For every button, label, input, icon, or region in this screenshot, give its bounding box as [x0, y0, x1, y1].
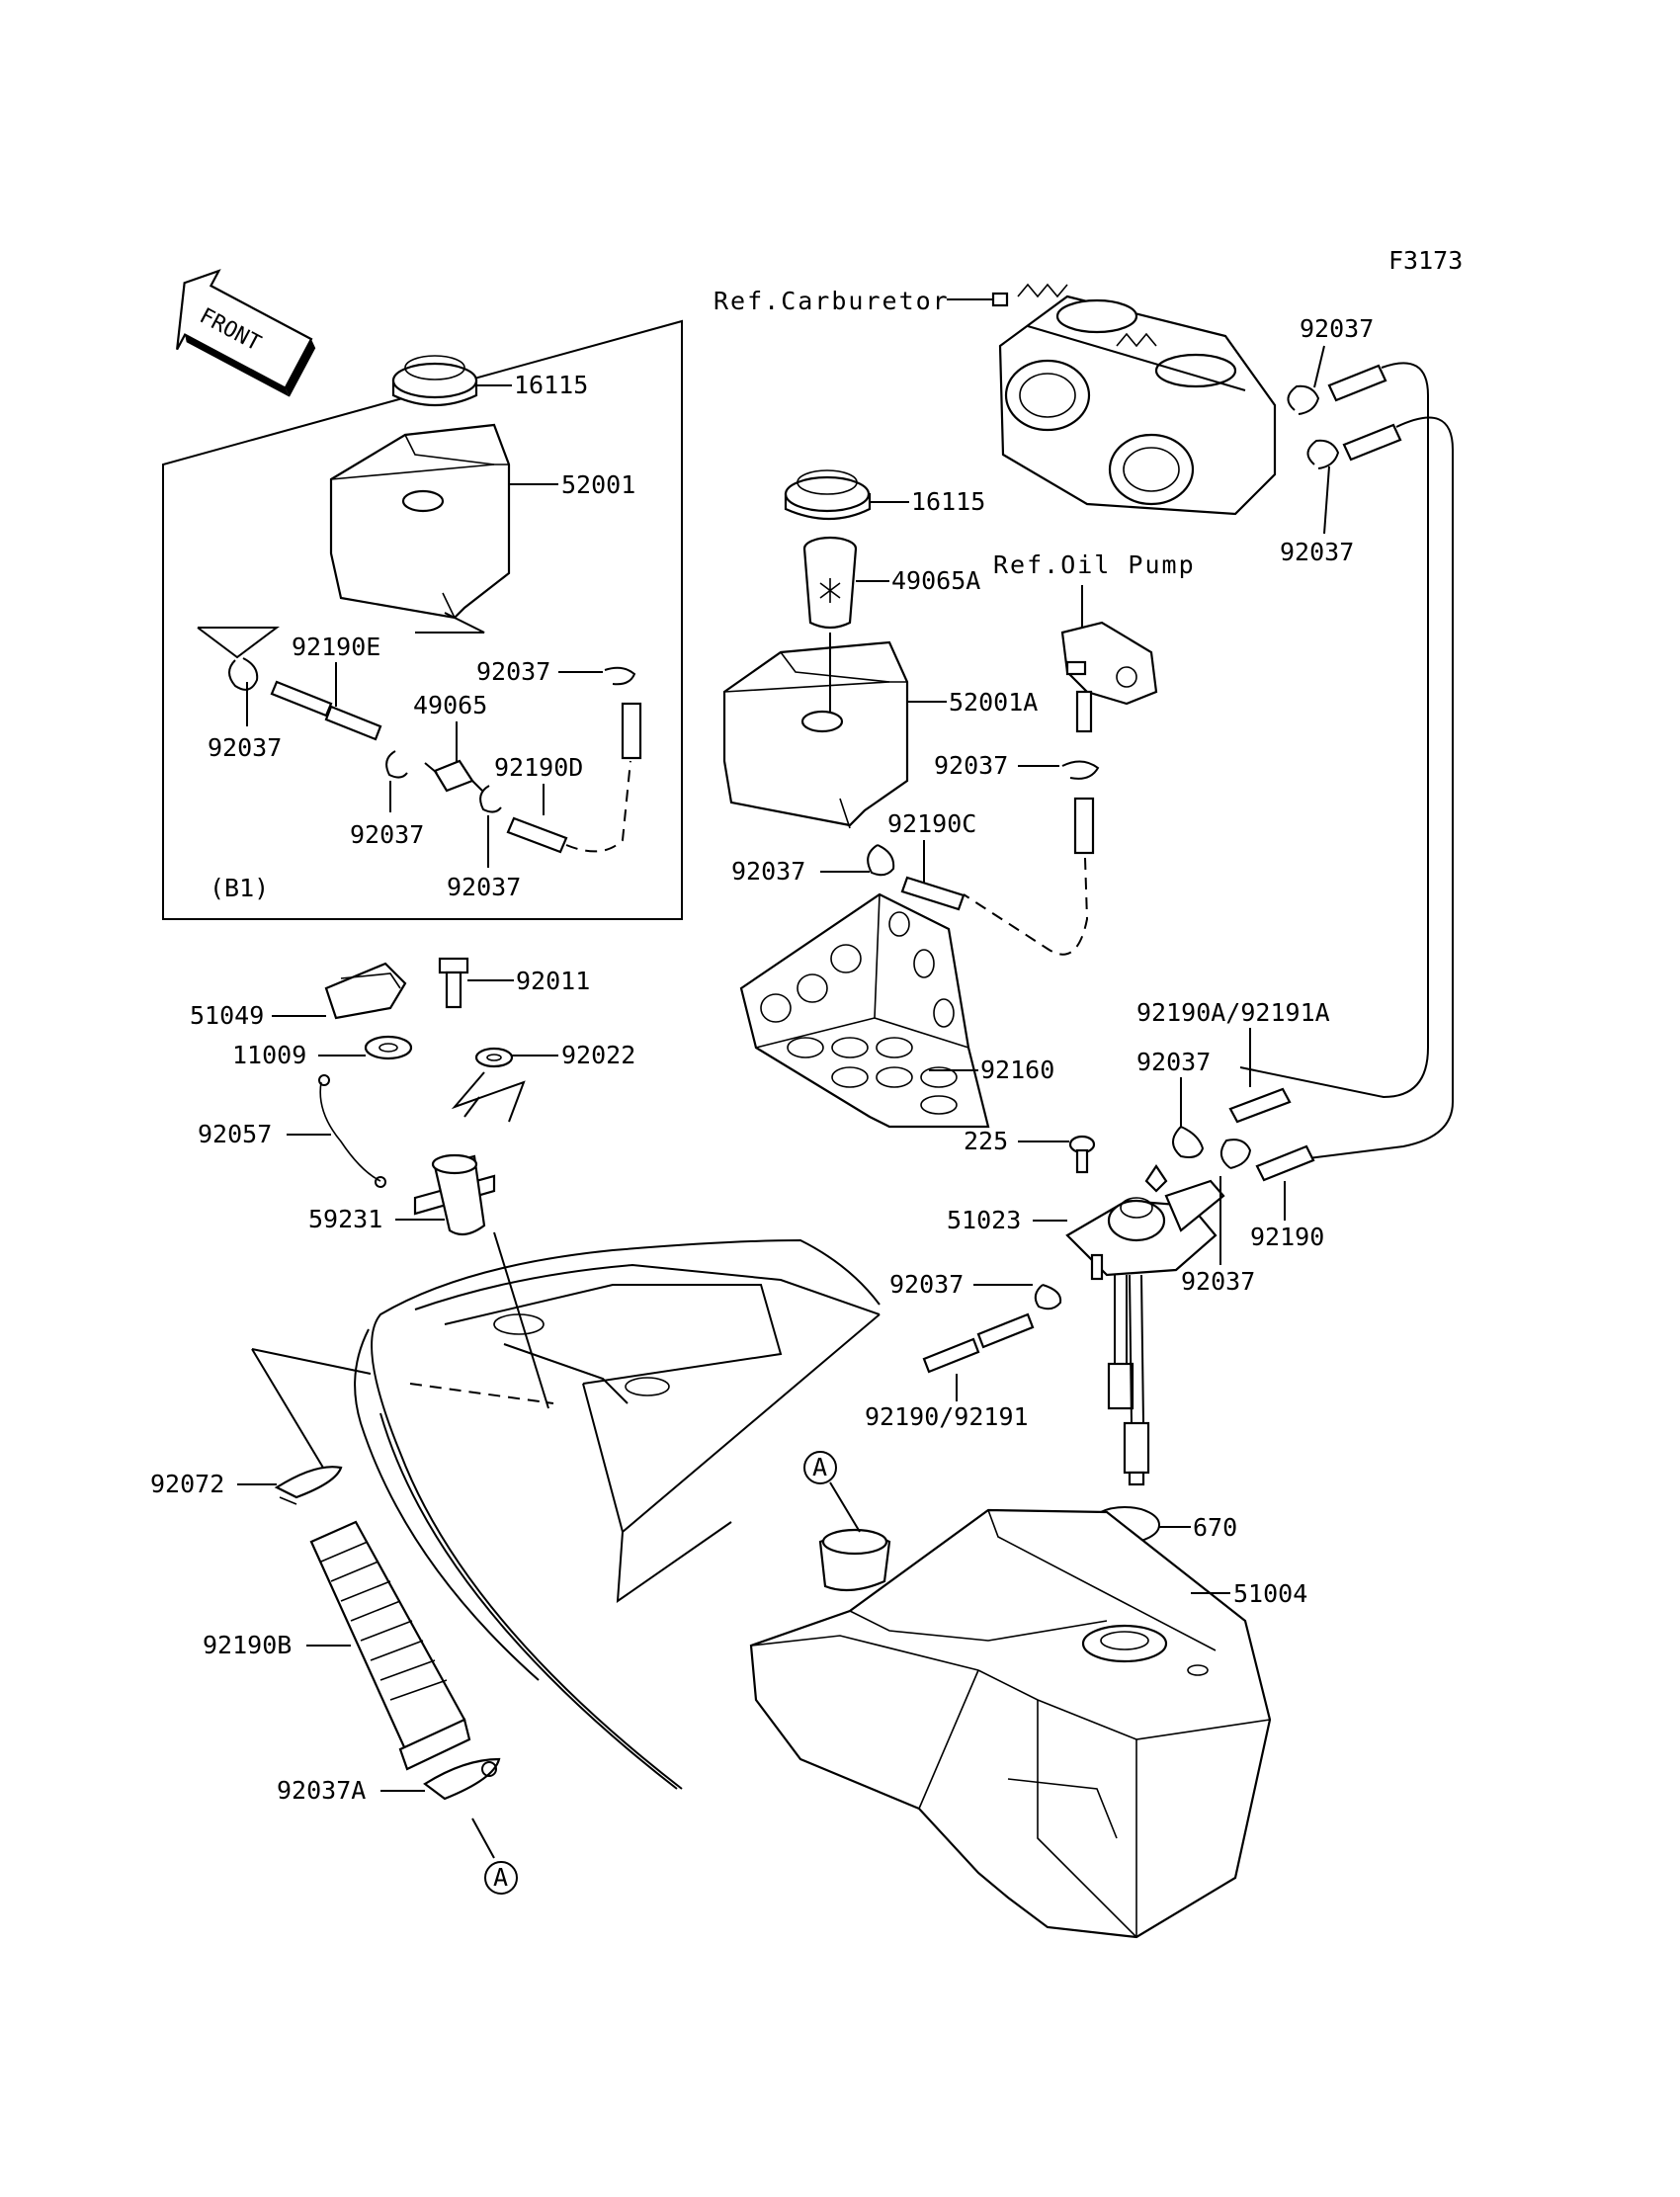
hose-92190D	[506, 816, 568, 854]
hose-inset-vertical	[621, 702, 642, 760]
label-92190D: 92190D	[494, 753, 583, 782]
svg-text:A: A	[493, 1863, 508, 1892]
clamp-c2	[1306, 439, 1340, 469]
hose-carb-1	[1327, 364, 1387, 402]
clamp-inset-3	[385, 750, 408, 779]
label-92037-r2: 92037	[1181, 1267, 1255, 1296]
label-59231: 59231	[308, 1205, 382, 1233]
label-92190A-92191A: 92190A/92191A	[1136, 998, 1330, 1027]
inset-label: (B1)	[210, 874, 269, 902]
label-92037-m1: 92037	[934, 751, 1008, 780]
label-92160: 92160	[980, 1056, 1054, 1084]
hose-92190C	[900, 876, 966, 911]
inset-oil-tank	[329, 423, 511, 620]
hose-route-1	[1239, 362, 1429, 1099]
label-49065A: 49065A	[891, 566, 980, 595]
hose-route-2	[1284, 416, 1454, 1162]
main-cap	[784, 469, 872, 521]
label-225: 225	[964, 1127, 1008, 1155]
clamp-r1	[1172, 1126, 1205, 1158]
label-52001A: 52001A	[949, 688, 1038, 717]
hose-92190-92191	[922, 1312, 1035, 1374]
filler-neck-49065A	[802, 536, 858, 630]
label-16115-inset: 16115	[514, 371, 588, 399]
clamp-inset-2	[604, 666, 636, 686]
guard-92160	[739, 892, 990, 1129]
clamp-m2	[867, 844, 895, 877]
label-92022: 92022	[561, 1041, 635, 1069]
screw-225	[1068, 1135, 1096, 1174]
label-92057: 92057	[198, 1120, 272, 1148]
label-16115: 16115	[911, 487, 985, 516]
filler-59231	[413, 1153, 496, 1236]
clamp-r3	[1034, 1284, 1062, 1310]
clamp-r2	[1219, 1139, 1252, 1169]
label-92190: 92190	[1250, 1223, 1324, 1251]
label-92037-i4: 92037	[447, 873, 521, 901]
diagram-code: F3173	[1388, 246, 1463, 275]
tether-92057	[318, 1074, 386, 1188]
hose-92190E	[270, 680, 382, 741]
washer-92022	[474, 1047, 514, 1068]
ref-carburetor: Ref.Carburetor	[714, 287, 950, 315]
label-92037-m2: 92037	[731, 857, 805, 886]
label-51049: 51049	[190, 1001, 264, 1030]
front-arrow-icon: FRONT	[176, 269, 316, 397]
label-92011: 92011	[516, 967, 590, 995]
svg-text:A: A	[812, 1453, 827, 1481]
label-52001: 52001	[561, 470, 635, 499]
fuel-filter-49065	[424, 759, 483, 793]
bolt-92011	[438, 957, 469, 1009]
label-92037-r1: 92037	[1136, 1048, 1211, 1076]
oil-tank-52001A	[722, 633, 909, 829]
label-51023: 51023	[947, 1206, 1021, 1234]
label-49065: 49065	[413, 691, 487, 719]
fuel-valve-51023	[1065, 1164, 1225, 1486]
carburetor	[991, 283, 1277, 516]
label-92072: 92072	[150, 1470, 224, 1498]
callout-a-right: A	[803, 1451, 837, 1484]
hose-main-vertical	[1073, 797, 1095, 855]
bellows-hose-92190B	[309, 1520, 471, 1771]
hose-92190	[1255, 1144, 1315, 1182]
label-11009: 11009	[232, 1041, 306, 1069]
fuel-tank-51004	[749, 1508, 1272, 1939]
clamp-m1	[1061, 760, 1100, 780]
label-92190-92191: 92190/92191	[865, 1402, 1029, 1431]
label-670: 670	[1193, 1513, 1237, 1542]
label-92190E: 92190E	[292, 633, 380, 661]
hull-body	[354, 1238, 881, 1790]
label-92037-i3: 92037	[350, 820, 424, 849]
clamp-c1	[1287, 384, 1320, 415]
oil-pump-body	[1060, 621, 1158, 733]
hose-route-main	[963, 857, 1089, 956]
cap-51049	[324, 962, 407, 1020]
callout-a-left: A	[484, 1861, 518, 1895]
clamp-inset-4	[479, 785, 502, 813]
label-51004: 51004	[1233, 1579, 1307, 1608]
inset-frame	[162, 319, 683, 920]
label-92190B: 92190B	[203, 1631, 292, 1659]
label-92190C: 92190C	[887, 809, 976, 838]
hose-92190A	[1228, 1087, 1292, 1124]
washer-11009	[364, 1035, 413, 1060]
label-92037-r3: 92037	[889, 1270, 964, 1299]
hose-carb-2	[1342, 423, 1402, 462]
label-92037-i2: 92037	[476, 657, 550, 686]
ref-oil-pump: Ref.Oil Pump	[993, 550, 1196, 579]
label-92037-i1: 92037	[208, 733, 282, 762]
clamp-inset-1	[228, 657, 259, 691]
clamp-92072	[274, 1466, 343, 1505]
hose-route-inset	[565, 760, 631, 853]
label-92037A: 92037A	[277, 1776, 366, 1805]
inset-cap	[391, 355, 478, 407]
clamp-92037A	[423, 1757, 501, 1801]
label-92037-c1: 92037	[1300, 314, 1374, 343]
label-92037-c2: 92037	[1280, 538, 1354, 566]
